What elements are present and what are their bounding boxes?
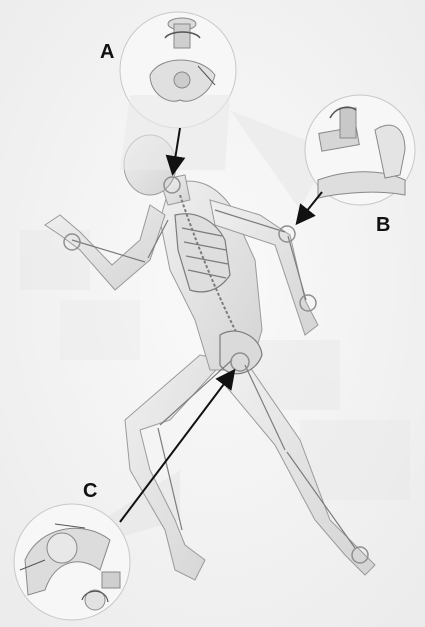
label-c: C — [83, 480, 97, 502]
label-a: A — [100, 41, 114, 63]
label-b: B — [376, 214, 390, 236]
